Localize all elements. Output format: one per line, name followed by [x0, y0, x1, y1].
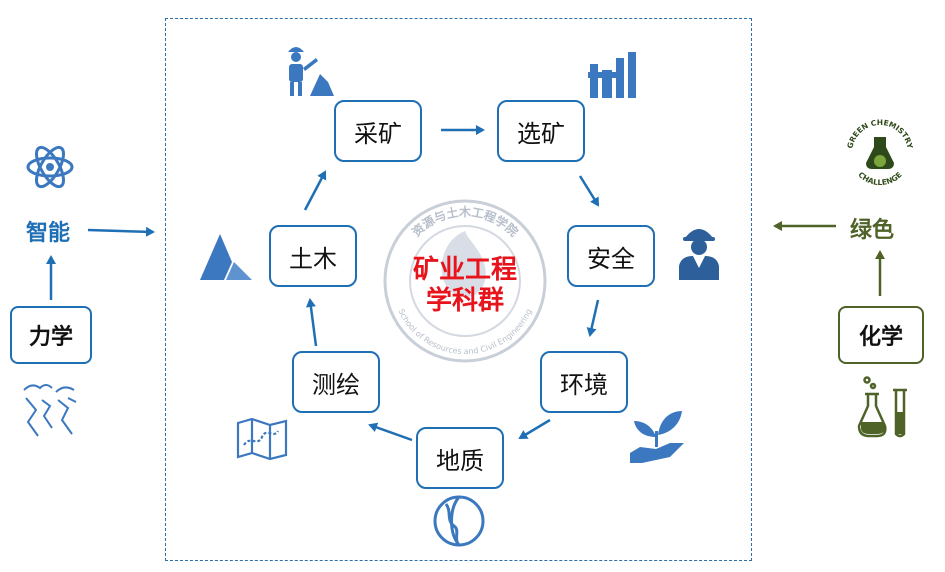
arrow-xuankuang-anquan [578, 175, 600, 207]
atom-icon [26, 145, 74, 189]
arrow-anquan-huanjing [586, 299, 600, 337]
node-dizhi: 地质 [416, 427, 504, 489]
worker-helmet-icon [679, 229, 719, 280]
arrow-dizhi-cehui [368, 422, 413, 442]
factory-icon [588, 52, 636, 98]
globe-icon [433, 495, 485, 547]
green-chemistry-logo-icon: GREEN CHEMISTRY CHALLENGE [845, 118, 914, 187]
map-icon [236, 417, 288, 461]
school-watermark-logo: 资源与土木工程学院 School of Resources and Civil … [383, 199, 547, 363]
svg-text:CHALLENGE: CHALLENGE [856, 170, 903, 187]
node-xuankuang: 选矿 [497, 100, 585, 162]
mountain-icon [200, 234, 252, 280]
geology-icon [23, 384, 77, 437]
arrow-tumu-caikuang [303, 170, 327, 211]
diagram-frame [165, 18, 752, 561]
arrow-huanjing-dizhi [518, 418, 551, 440]
huaxue-box: 化学 [838, 306, 924, 364]
lvse-label: 绿色 [850, 218, 895, 243]
arrow-cehui-tumu [305, 298, 318, 347]
arrow-zhineng-frame [87, 226, 155, 237]
center-title: 矿业工程 学科群 [395, 255, 535, 317]
node-cehui: 测绘 [292, 351, 380, 413]
node-caikuang: 采矿 [334, 100, 422, 162]
zhineng-label: 智能 [26, 221, 71, 246]
lixue-box: 力学 [10, 306, 92, 364]
miner-icon [288, 47, 334, 96]
node-tumu: 土木 [269, 225, 357, 287]
flask-icon [857, 376, 907, 438]
center-title-line1: 矿业工程 [412, 255, 517, 285]
center-title-line2: 学科群 [425, 286, 504, 316]
node-anquan: 安全 [567, 225, 655, 287]
node-huanjing: 环境 [540, 351, 628, 413]
plant-hand-icon [630, 411, 684, 463]
